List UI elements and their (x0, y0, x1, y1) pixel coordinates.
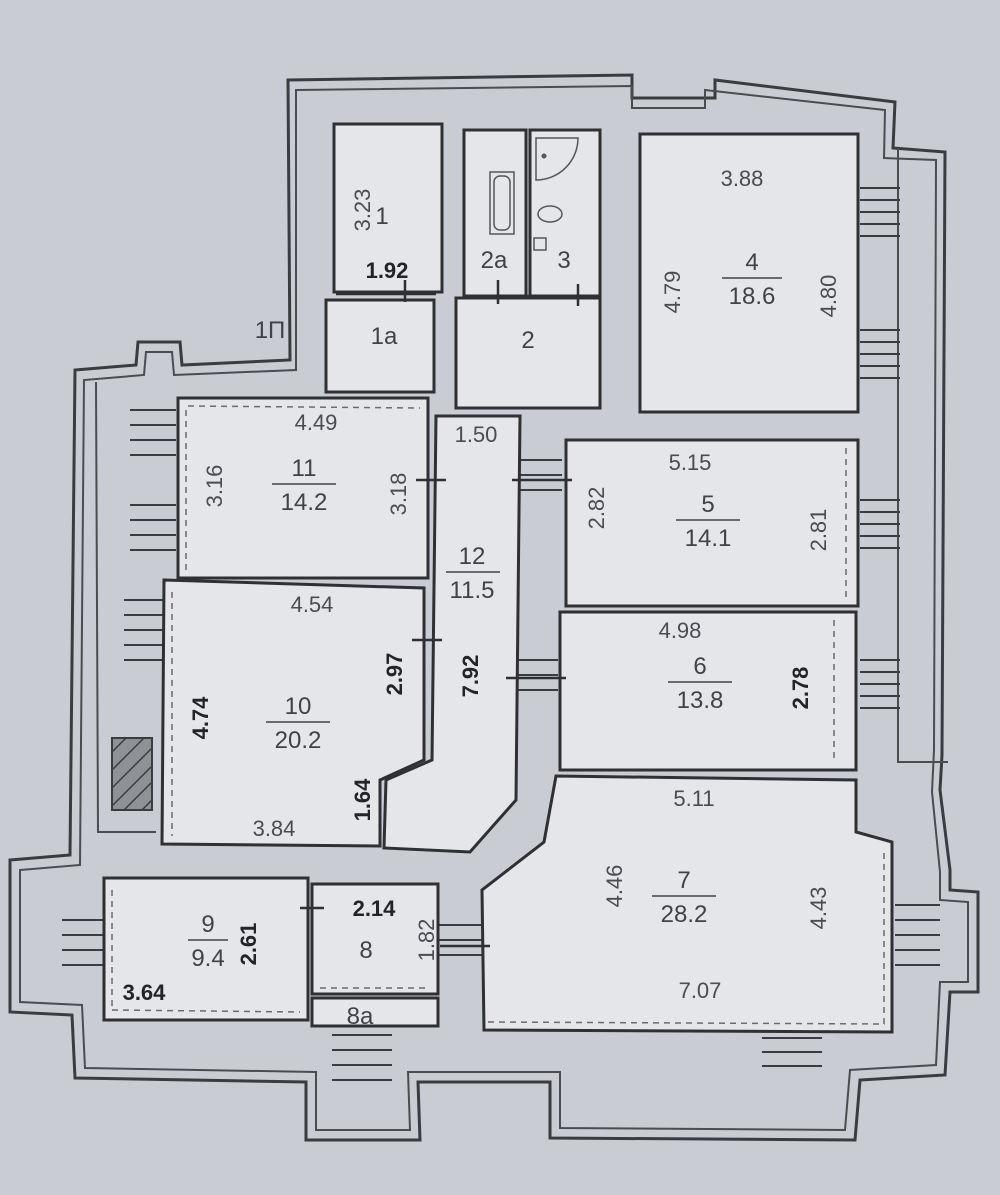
room-8-dim-top: 2.14 (353, 896, 397, 921)
room-11-dim-top: 4.49 (295, 410, 338, 435)
room-6-dim-right: 2.78 (788, 667, 813, 710)
room-11-label: 11 (292, 455, 317, 482)
room-7-dim-bottom: 7.07 (679, 978, 722, 1003)
room-2-label: 2 (521, 327, 534, 354)
room-9-dim-right: 2.61 (236, 923, 261, 966)
room-4-dim-left: 4.79 (660, 271, 685, 314)
room-8-label: 8 (359, 937, 372, 964)
room-6-dim-top: 4.98 (659, 618, 702, 643)
room-1p-label: 1П (255, 317, 286, 344)
room-11-dim-left: 3.16 (202, 465, 227, 508)
room-4-dim-right: 4.80 (816, 275, 841, 318)
room-5-dim-left: 2.82 (584, 487, 609, 530)
room-9-area: 9.4 (191, 945, 224, 972)
dashed-lines (111, 405, 885, 1025)
room-7-dim-left: 4.46 (602, 865, 627, 908)
room-8a-label: 8a (347, 1003, 374, 1030)
room-7-dim-top: 5.11 (673, 786, 714, 811)
toilet-icon (533, 205, 563, 251)
room-5-shape (564, 438, 860, 608)
room-2a-label: 2a (481, 247, 508, 274)
room-10-area: 20.2 (275, 727, 322, 754)
room-5-area: 14.1 (685, 525, 732, 552)
room-labels: 1 3.23 1.92 1a 1П 2 2a 3 4 18.6 3.88 4.7… (123, 166, 841, 1030)
hatched-column (111, 737, 153, 811)
room-10-dim-bottom: 3.84 (253, 816, 296, 841)
room-9-label: 9 (201, 911, 214, 938)
room-3-label: 3 (557, 247, 570, 274)
room-5-label: 5 (701, 491, 714, 518)
room-4-label: 4 (745, 249, 758, 276)
room-9-shape (102, 876, 310, 1022)
room-8-shape (310, 882, 440, 996)
room-5-dim-right: 2.81 (806, 509, 831, 552)
room-2-shape (454, 296, 602, 410)
room-4-shape (638, 132, 860, 414)
room-11-shape (176, 396, 430, 580)
room-10-dim-right: 2.97 (382, 653, 407, 696)
shower-icon (535, 137, 579, 181)
room-1a-shape (324, 298, 436, 394)
room-10-dim-top: 4.54 (291, 592, 334, 617)
room-12-dim-length: 7.92 (458, 655, 483, 698)
room-11-dim-right: 3.18 (386, 473, 411, 516)
room-7-dim-right: 4.43 (806, 887, 831, 930)
room-10-dim-notch: 1.64 (350, 778, 375, 822)
room-7-shape (480, 774, 894, 1034)
room-7-label: 7 (677, 867, 690, 894)
room-8-dim-right: 1.82 (414, 919, 439, 962)
room-7-area: 28.2 (661, 901, 708, 928)
room-6-shape (558, 610, 858, 772)
room-6-label: 6 (693, 653, 706, 680)
windows (62, 187, 940, 1081)
room-1-dim-height: 3.23 (350, 189, 375, 232)
door-marks (300, 280, 596, 948)
room-1-dim-width: 1.92 (366, 258, 409, 283)
room-9-dim-bottom: 3.64 (123, 980, 167, 1005)
room-11-area: 14.2 (281, 489, 328, 516)
room-1-label: 1 (375, 203, 388, 230)
room-4-dim-top: 3.88 (721, 166, 764, 191)
room-10-label: 10 (285, 693, 312, 720)
room-5-dim-top: 5.15 (669, 450, 712, 475)
room-1-shape (332, 122, 444, 294)
room-12-area: 11.5 (450, 577, 495, 604)
room-1a-label: 1a (371, 323, 398, 350)
room-12-label: 12 (459, 543, 486, 570)
room-10-shape (160, 578, 426, 848)
room-12-dim-top: 1.50 (455, 422, 498, 447)
bathtub-icon (489, 171, 515, 235)
room-4-area: 18.6 (729, 283, 776, 310)
room-8a-shape (310, 996, 440, 1028)
room-10-dim-left: 4.74 (188, 696, 213, 740)
rooms (102, 122, 894, 1034)
outer-walls (8, 73, 980, 1142)
room-6-area: 13.8 (677, 687, 724, 714)
